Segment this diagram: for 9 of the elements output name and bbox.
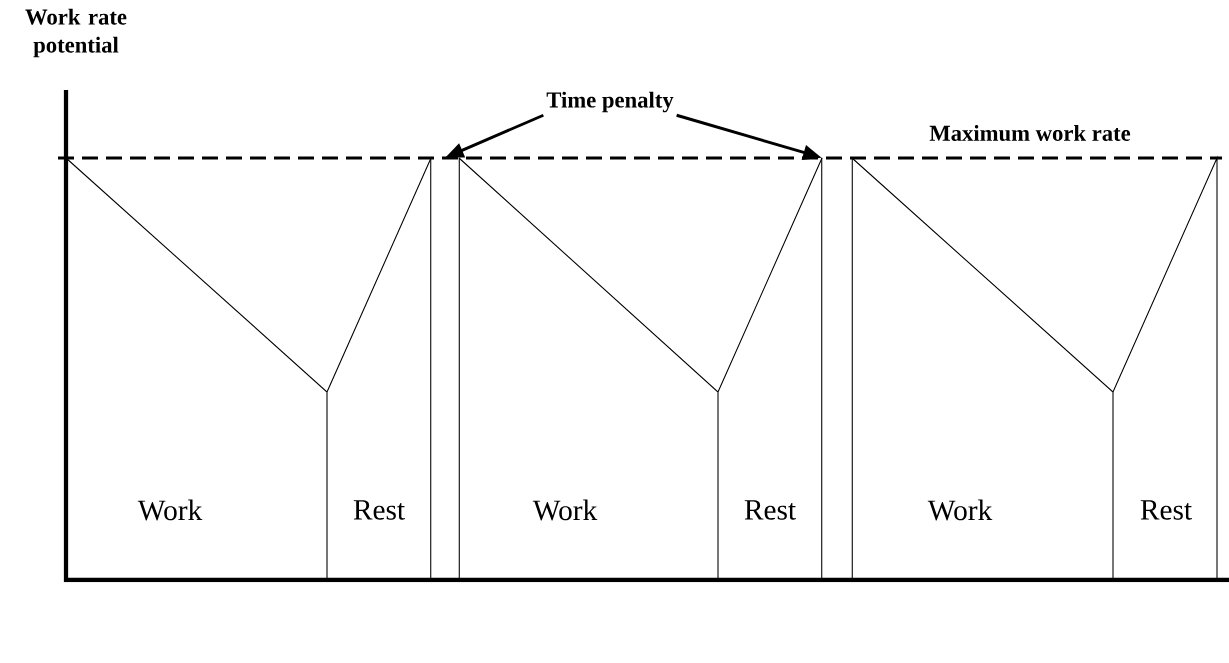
region-label: Work: [532, 499, 598, 521]
annotation-text: Time penalty: [546, 91, 674, 113]
region-label: Work: [927, 499, 993, 521]
axis-label: Work rate potential: [25, 8, 127, 58]
time-penalty-strip: [821, 157, 853, 581]
region-label: Rest: [1140, 500, 1192, 520]
region-label: Work: [137, 499, 203, 521]
time-penalty-strip: [430, 157, 460, 581]
line-label: Maximum work rate: [929, 125, 1131, 141]
